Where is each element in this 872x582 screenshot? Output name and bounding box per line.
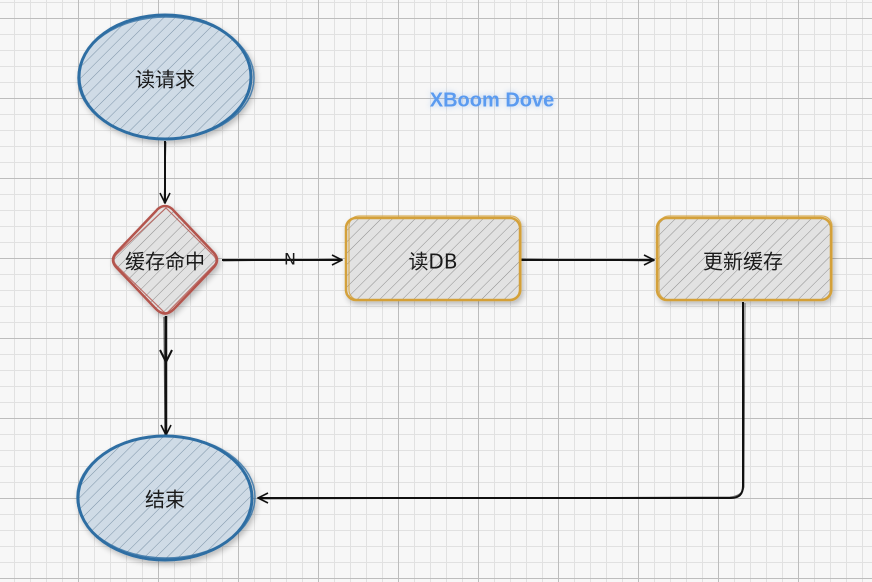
edge-start-to-decision	[164, 141, 166, 203]
node-end-ellipse[interactable]	[76, 434, 256, 562]
node-update-cache-rect[interactable]	[655, 215, 833, 302]
edge-read-db-to-update-cache	[520, 259, 654, 261]
edge-decision-to-read-db	[222, 259, 342, 261]
edge-label-n: N	[284, 249, 296, 269]
watermark-text: XBoom Dove	[429, 89, 555, 112]
edge-update-cache-to-end	[258, 302, 746, 499]
node-decision-diamond[interactable]	[111, 204, 219, 315]
node-read-db-rect[interactable]	[344, 215, 522, 302]
edge-decision-to-end	[159, 316, 173, 435]
node-start-ellipse[interactable]	[77, 13, 255, 141]
